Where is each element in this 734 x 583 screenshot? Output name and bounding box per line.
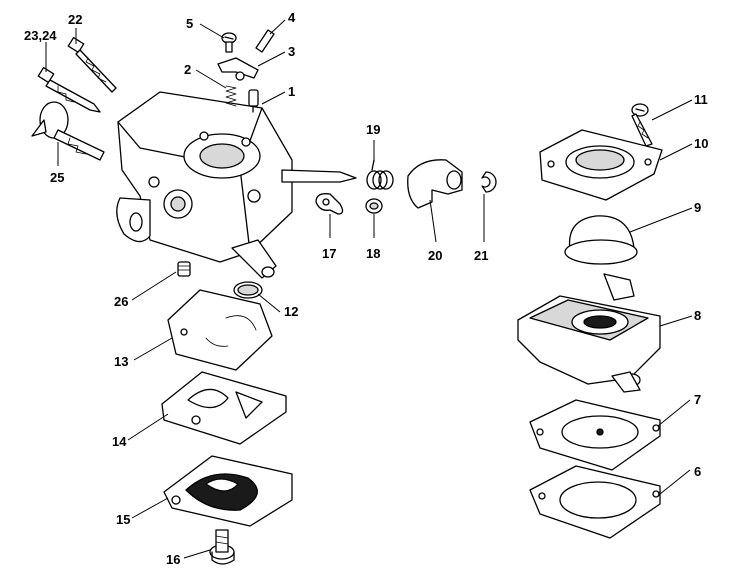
callout-9: 9 <box>694 200 701 215</box>
callout-13: 13 <box>114 354 128 369</box>
callout-6: 6 <box>694 464 701 479</box>
gasket-13 <box>167 289 273 371</box>
clip-18 <box>365 198 383 214</box>
callout-10: 10 <box>694 136 708 151</box>
callout-19: 19 <box>366 122 380 137</box>
callout-18: 18 <box>366 246 380 261</box>
adjusting-screw-22 <box>67 36 117 93</box>
lever-17 <box>315 193 344 215</box>
lever-3 <box>217 57 259 81</box>
callout-7: 7 <box>694 392 701 407</box>
callout-11: 11 <box>694 92 708 107</box>
diaphragm-14 <box>161 371 287 445</box>
callout-4: 4 <box>288 10 296 25</box>
callout-16: 16 <box>166 552 180 567</box>
plug-26 <box>177 261 191 277</box>
callout-17: 17 <box>322 246 336 261</box>
callout-14: 14 <box>112 434 127 449</box>
callout-25: 25 <box>50 170 64 185</box>
strainer-12 <box>233 281 263 299</box>
cover-15 <box>163 455 293 527</box>
callout-21: 21 <box>474 248 488 263</box>
pump-housing-8 <box>517 273 661 393</box>
lever-20 <box>407 159 463 209</box>
callout-labels: 1 2 3 4 5 6 7 8 9 10 11 12 13 14 15 16 1… <box>24 10 708 567</box>
callout-3: 3 <box>288 44 295 59</box>
callout-26: 26 <box>114 294 128 309</box>
callout-22: 22 <box>68 12 82 27</box>
spring-19 <box>366 159 394 190</box>
callout-23-24: 23,24 <box>24 28 57 43</box>
callout-1: 1 <box>288 84 295 99</box>
screw-5 <box>221 32 237 53</box>
cover-10 <box>539 129 663 201</box>
needle-1 <box>248 89 259 113</box>
carburetor-body <box>116 91 357 279</box>
callout-5: 5 <box>186 16 193 31</box>
screw-11 <box>631 103 653 147</box>
gasket-6 <box>529 465 661 539</box>
callout-12: 12 <box>284 304 298 319</box>
leader-lines <box>45 19 693 559</box>
callout-8: 8 <box>694 308 701 323</box>
diaphragm-7 <box>529 399 661 471</box>
e-clip-21 <box>481 171 497 193</box>
callout-2: 2 <box>184 62 191 77</box>
adjusting-screw-23-24 <box>37 66 101 113</box>
spring-2 <box>225 85 237 107</box>
screw-16 <box>209 529 235 565</box>
adjusting-screw-25 <box>31 101 105 161</box>
pin-4 <box>255 29 275 53</box>
callout-15: 15 <box>116 512 130 527</box>
primer-bulb-9 <box>564 215 638 265</box>
callout-20: 20 <box>428 248 442 263</box>
